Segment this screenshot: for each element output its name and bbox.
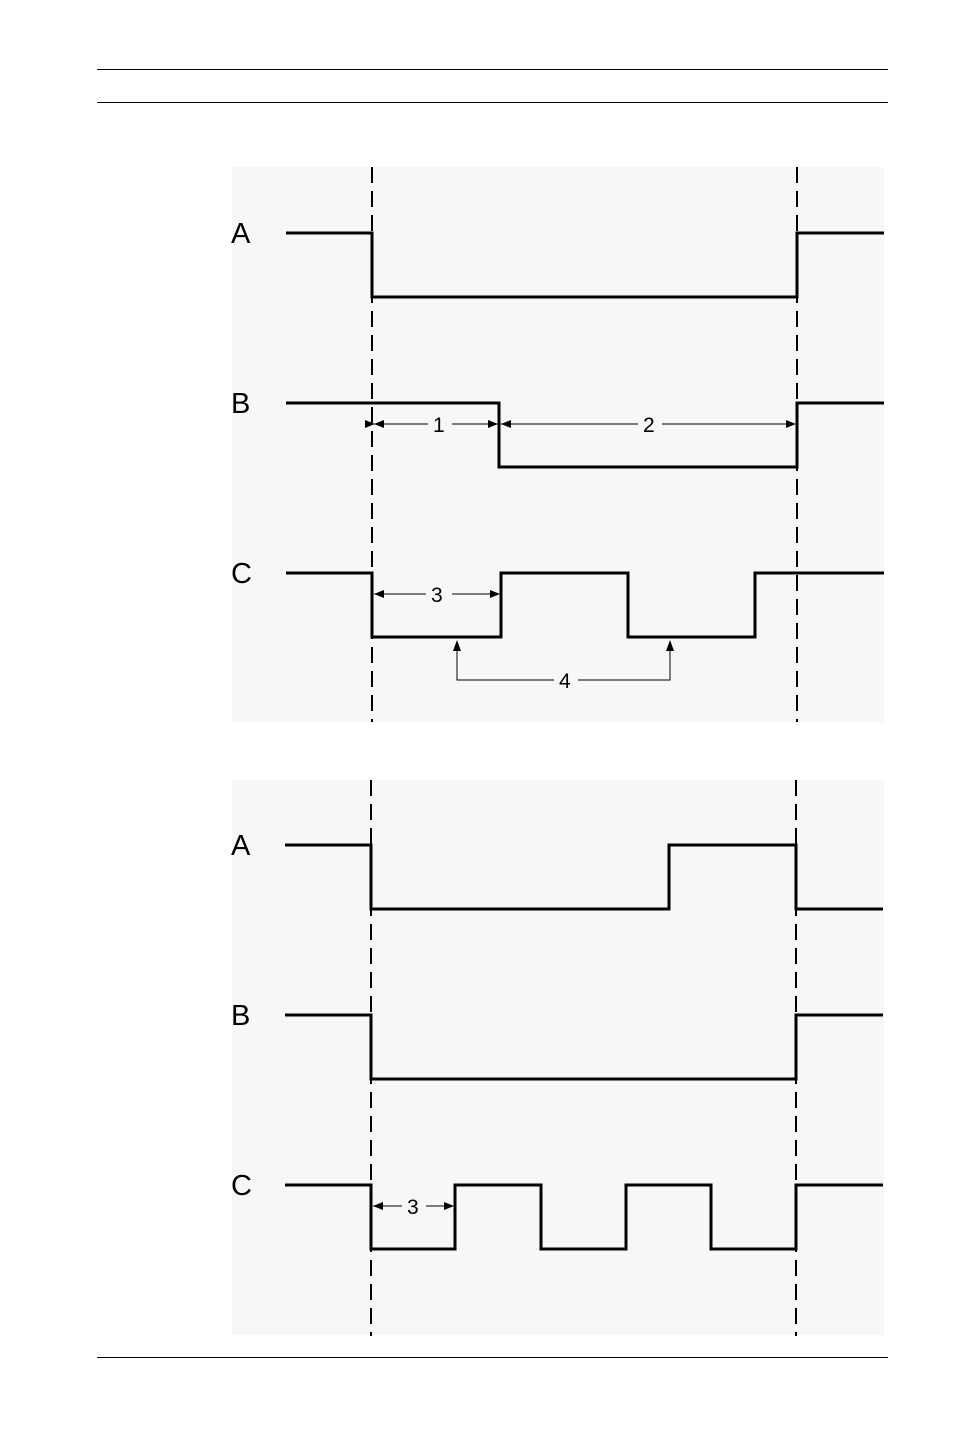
upper-signal-c-waveform <box>286 573 884 637</box>
lower-signal-b-label: B <box>231 1000 250 1032</box>
upper-signal-b-waveform <box>286 403 884 467</box>
upper-diagram: A B C 1 2 3 <box>231 167 884 722</box>
lower-dimension-3-label: 3 <box>407 1196 419 1219</box>
lower-signal-a-label: A <box>231 830 251 862</box>
upper-signal-b-label: B <box>231 388 250 420</box>
lower-dimension-3: 3 <box>373 1196 453 1219</box>
upper-signal-a-label: A <box>231 218 251 250</box>
lower-signal-b-waveform <box>285 1015 883 1079</box>
upper-signal-a-waveform <box>286 233 884 297</box>
upper-dimension-2-label: 2 <box>643 414 655 437</box>
lower-signal-c-label: C <box>231 1170 252 1202</box>
upper-dimension-2: 2 <box>501 414 795 437</box>
upper-dimension-1-label: 1 <box>433 414 445 437</box>
upper-dimension-3-label: 3 <box>431 584 443 607</box>
lower-diagram: A B C 3 <box>231 780 883 1336</box>
lower-signal-c-waveform <box>285 1185 883 1249</box>
upper-dimension-4: 4 <box>453 640 674 693</box>
upper-signal-c-label: C <box>231 558 252 590</box>
upper-dimension-4-label: 4 <box>559 670 571 693</box>
upper-dimension-1: 1 <box>374 414 497 437</box>
upper-dimension-3: 3 <box>374 584 499 607</box>
lower-signal-a-waveform <box>285 845 883 909</box>
